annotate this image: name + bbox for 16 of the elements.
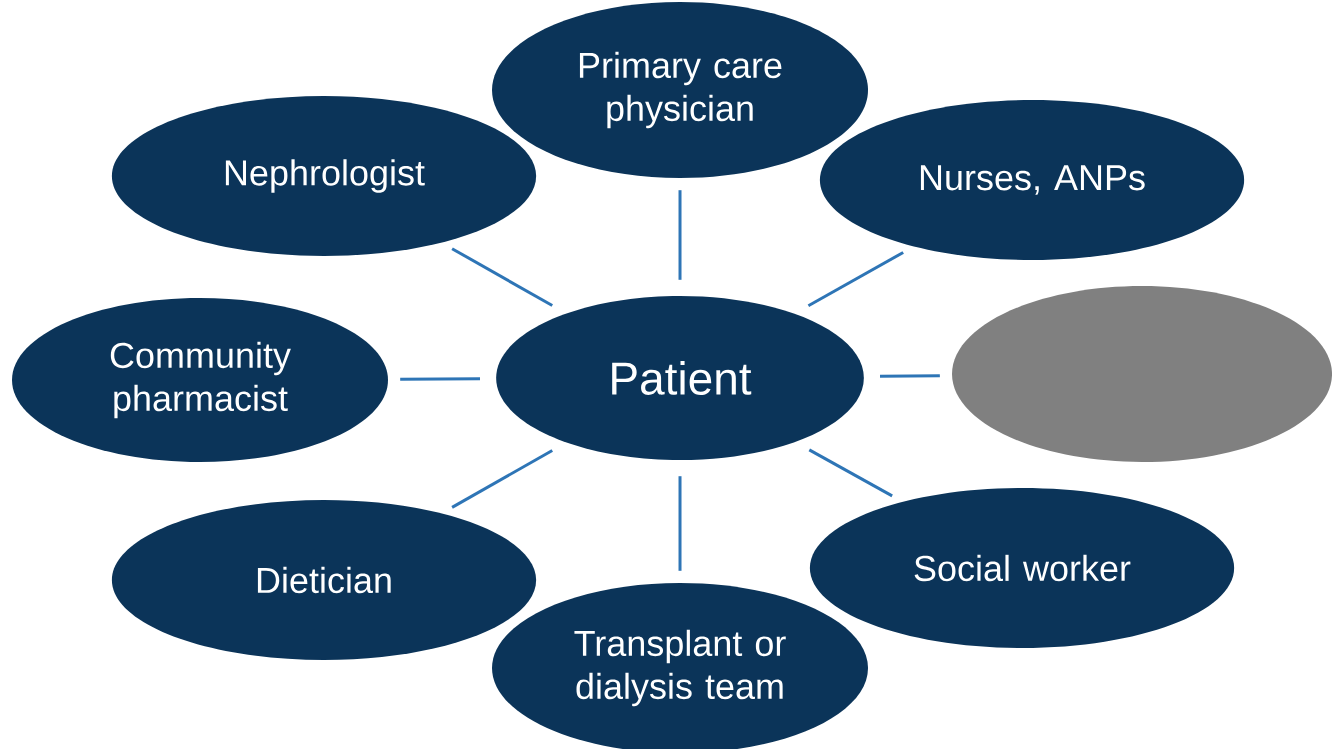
ellipse-node: Patient [496,296,864,460]
connector-line [880,374,940,378]
connector-line [808,448,893,498]
ellipse-node: Community pharmacist [12,298,388,462]
ellipse-node: Dietician [111,500,537,660]
connector-line [678,476,682,571]
connector-line [451,247,553,307]
ellipse-node: Primary care physician [492,2,868,178]
ellipse-node: Social worker [809,488,1235,648]
connector-line [678,190,682,280]
oval-shape [952,286,1332,462]
connector-line [451,449,553,509]
connector-line [400,377,480,381]
connector-line [807,251,904,308]
ellipse-node: Nurses, ANPs [819,100,1245,260]
ellipse-node: Nephrologist [111,96,537,256]
